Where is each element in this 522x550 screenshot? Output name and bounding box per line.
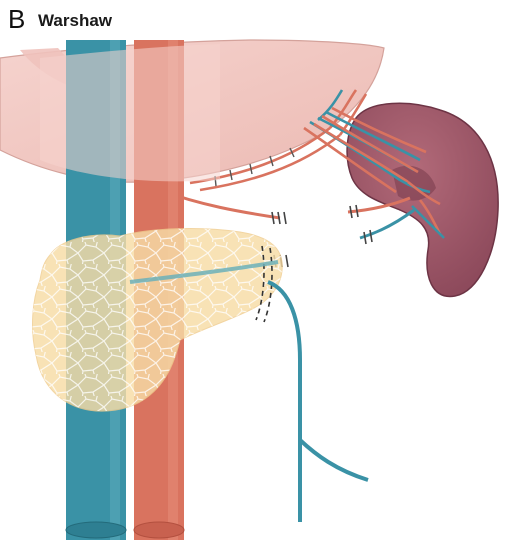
splenic-vein-in-pancreas xyxy=(129,260,279,284)
mesenteric-vein-branch xyxy=(267,280,369,522)
stomach-overlay xyxy=(40,44,220,182)
panel-letter: B xyxy=(8,4,26,34)
spleen xyxy=(346,102,499,298)
ligature-clips xyxy=(271,204,373,268)
panel-title: Warshaw xyxy=(38,11,113,30)
ivc-cut-end xyxy=(65,521,127,539)
aorta-cut-end xyxy=(133,521,185,539)
splenic-hilar-vessels xyxy=(303,106,445,239)
pancreas-resection-line xyxy=(255,245,273,323)
